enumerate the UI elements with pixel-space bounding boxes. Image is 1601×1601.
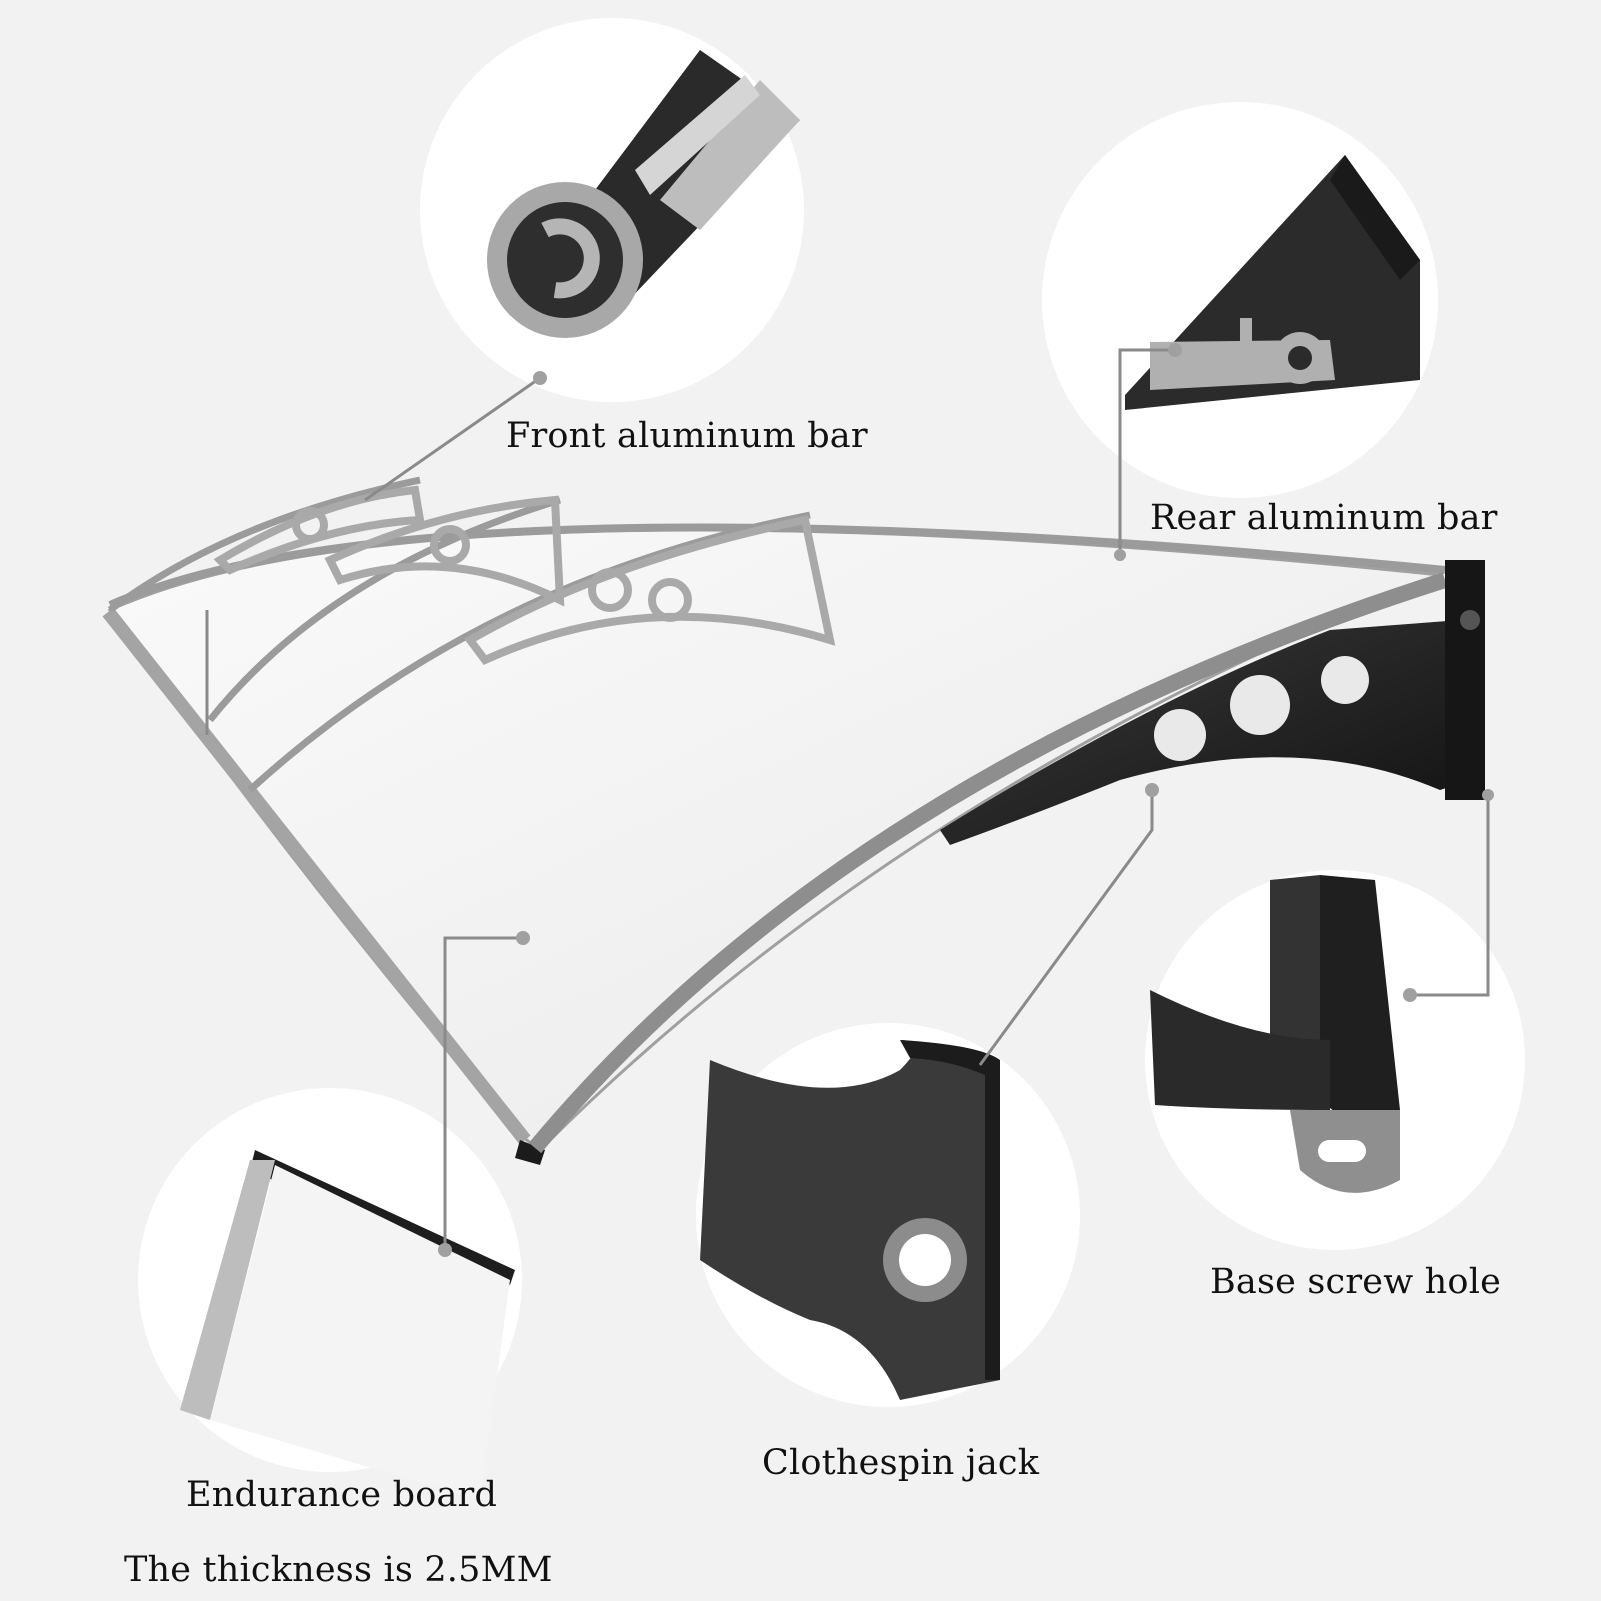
thickness-label: The thickness is 2.5MM <box>124 1550 553 1590</box>
rear-bar-profile-icon <box>1125 155 1420 410</box>
front-bar-profile-icon <box>487 50 800 338</box>
base-hole-label: Base screw hole <box>1210 1262 1501 1302</box>
clothespin-label: Clothespin jack <box>762 1443 1040 1483</box>
canopy-assembly <box>102 476 1485 1165</box>
board-label: Endurance board <box>186 1475 498 1515</box>
front-bar-label: Front aluminum bar <box>506 416 868 456</box>
base-bracket-icon <box>1150 875 1400 1193</box>
clothespin-icon <box>700 1040 1000 1400</box>
rear-bar-label: Rear aluminum bar <box>1150 498 1498 538</box>
leader-lines <box>205 343 1494 1257</box>
